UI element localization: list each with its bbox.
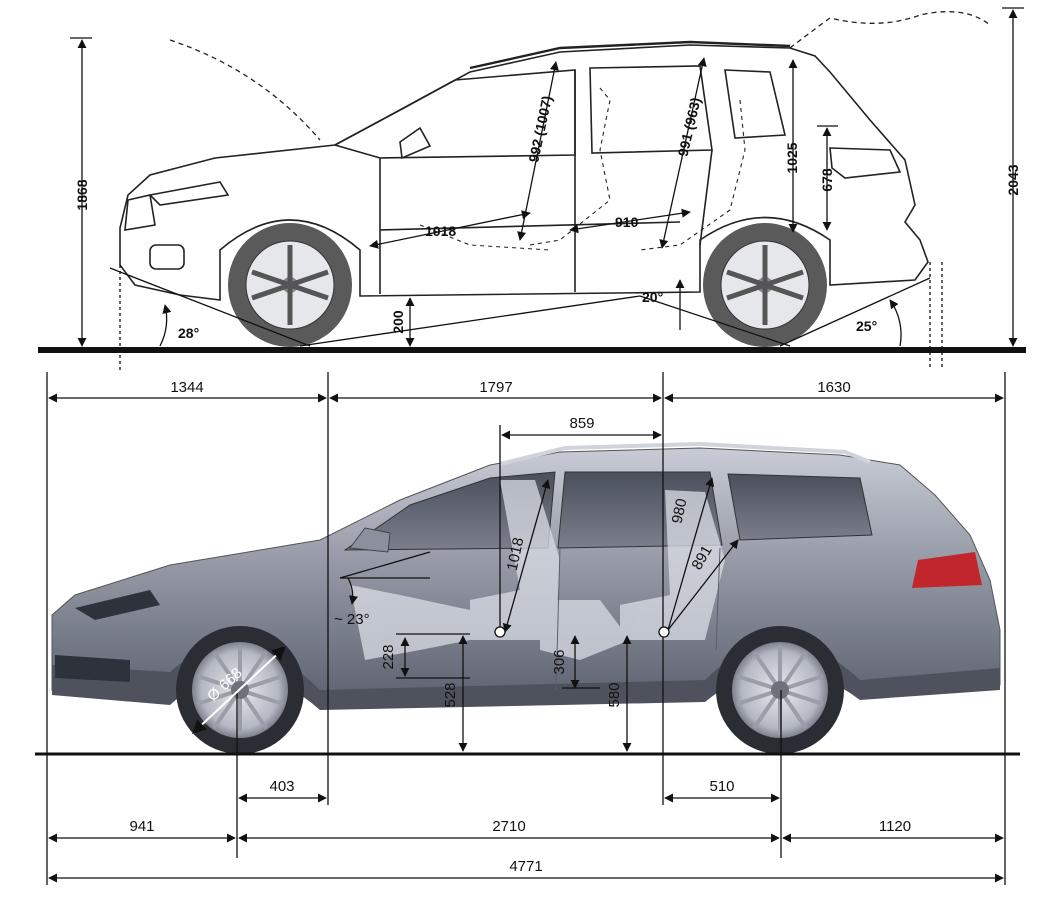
- top-dimension-lines: [70, 7, 1024, 370]
- suv-grille: [124, 194, 156, 231]
- front-headroom-label: 992 (1007): [525, 94, 555, 164]
- front-headroom-label: 1018: [504, 536, 528, 572]
- suv-body-outline: [119, 44, 929, 301]
- overall-length-label: 4771: [509, 858, 542, 875]
- front-axle-seat-label: 403: [269, 778, 294, 795]
- approach-angle-label: 28°: [178, 325, 199, 341]
- height-1868-label: 1868: [74, 179, 90, 210]
- middle-section-label: 1797: [479, 379, 512, 396]
- height-2043-label: 2043: [1005, 164, 1021, 195]
- suv-headlight: [148, 181, 230, 206]
- rear-section-label: 1630: [817, 379, 850, 396]
- seat-angle-label: ~ 23°: [334, 611, 370, 628]
- rear-headroom-label: 980: [669, 497, 691, 525]
- open-hatch-dashed: [789, 11, 991, 49]
- trunk-height-label: 1025: [784, 142, 800, 173]
- estate-headlight: [75, 590, 160, 620]
- estate-taillight: [912, 552, 982, 588]
- ground-clearance-label: 200: [390, 310, 406, 334]
- bottom-dimension-labels: 1344 1797 1630 859 1018 980 891 Ø 668 ~ …: [129, 379, 911, 875]
- bottom-dimension-lines: [46, 372, 1006, 885]
- front-hpoint-label: 528: [442, 682, 459, 707]
- open-hood-dashed: [169, 39, 321, 141]
- front-overhang-label: 941: [129, 818, 154, 835]
- rear-headroom-label: 991 (963): [675, 96, 704, 158]
- rear-seat-cushion-label: 306: [551, 649, 568, 674]
- rear-overhang-label: 1120: [879, 818, 911, 835]
- top-rear-wheel: [703, 223, 827, 347]
- rear-legroom-label: 910: [615, 214, 639, 230]
- ramp-angle-label: 20°: [642, 289, 663, 305]
- top-front-wheel: [228, 223, 352, 347]
- trunk-opening-label: 678: [819, 168, 835, 192]
- rear-seat-axle-label: 510: [709, 778, 734, 795]
- front-section-label: 1344: [170, 379, 203, 396]
- top-suv-drawing: [38, 11, 1026, 353]
- bottom-rear-wheel: [716, 626, 844, 754]
- front-seat-cushion-label: 228: [380, 644, 397, 669]
- departure-angle-label: 25°: [856, 318, 877, 334]
- wheelbase-label: 2710: [492, 818, 525, 835]
- seat-gap-label: 859: [569, 415, 594, 432]
- front-legroom-label: 1018: [425, 223, 456, 239]
- estate-quarter-window: [727, 473, 873, 541]
- rear-hpoint-label: 580: [606, 682, 623, 707]
- suv-taillight: [829, 147, 902, 179]
- suv-quarter-window: [724, 69, 786, 139]
